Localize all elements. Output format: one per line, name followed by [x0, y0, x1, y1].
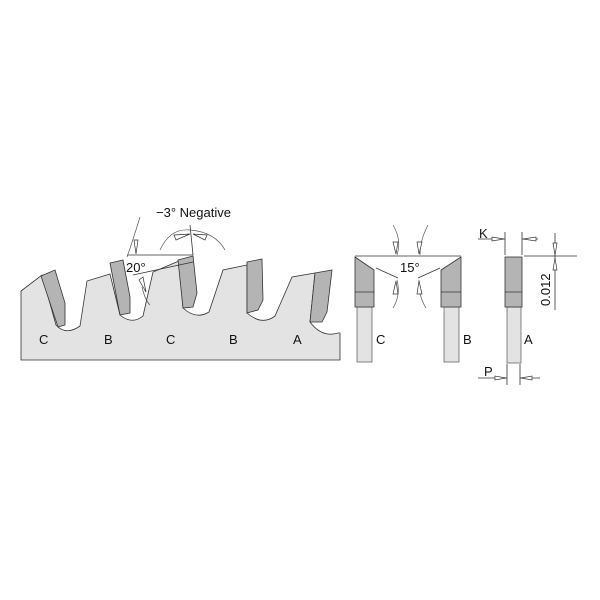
carbide-tip-b1 — [109, 259, 131, 316]
section-b — [440, 256, 462, 363]
carbide-tip-c2 — [177, 255, 198, 309]
blade-body — [20, 260, 341, 361]
tooth-label-c1: C — [39, 332, 48, 347]
section-label-c: C — [376, 332, 385, 347]
carbide-tip-c1 — [40, 269, 66, 328]
section-c — [354, 256, 375, 363]
negative-angle-label: −3° Negative — [156, 205, 231, 220]
dimension-height — [524, 233, 577, 310]
carbide-tip-a — [309, 269, 333, 323]
dimension-k — [478, 232, 538, 255]
section-label-b: B — [463, 332, 472, 347]
bevel-angle-annotation — [355, 224, 461, 309]
tooth-label-a: A — [293, 332, 302, 347]
dimension-p-label: P — [484, 364, 493, 379]
tooth-label-c2: C — [166, 332, 175, 347]
hook-angle-annotation — [126, 216, 194, 306]
tooth-label-b1: B — [104, 332, 113, 347]
bevel-angle-label: 15° — [400, 260, 420, 275]
carbide-tip-b2 — [246, 258, 264, 314]
negative-angle-annotation — [159, 224, 226, 256]
section-label-a: A — [524, 332, 533, 347]
dimension-k-label: K — [479, 226, 488, 241]
section-a — [504, 256, 523, 364]
dimension-p — [478, 364, 540, 385]
hook-angle-label: 20° — [126, 260, 146, 275]
dimension-height-label: 0.012 — [538, 273, 553, 306]
tooth-label-b2: B — [229, 332, 238, 347]
